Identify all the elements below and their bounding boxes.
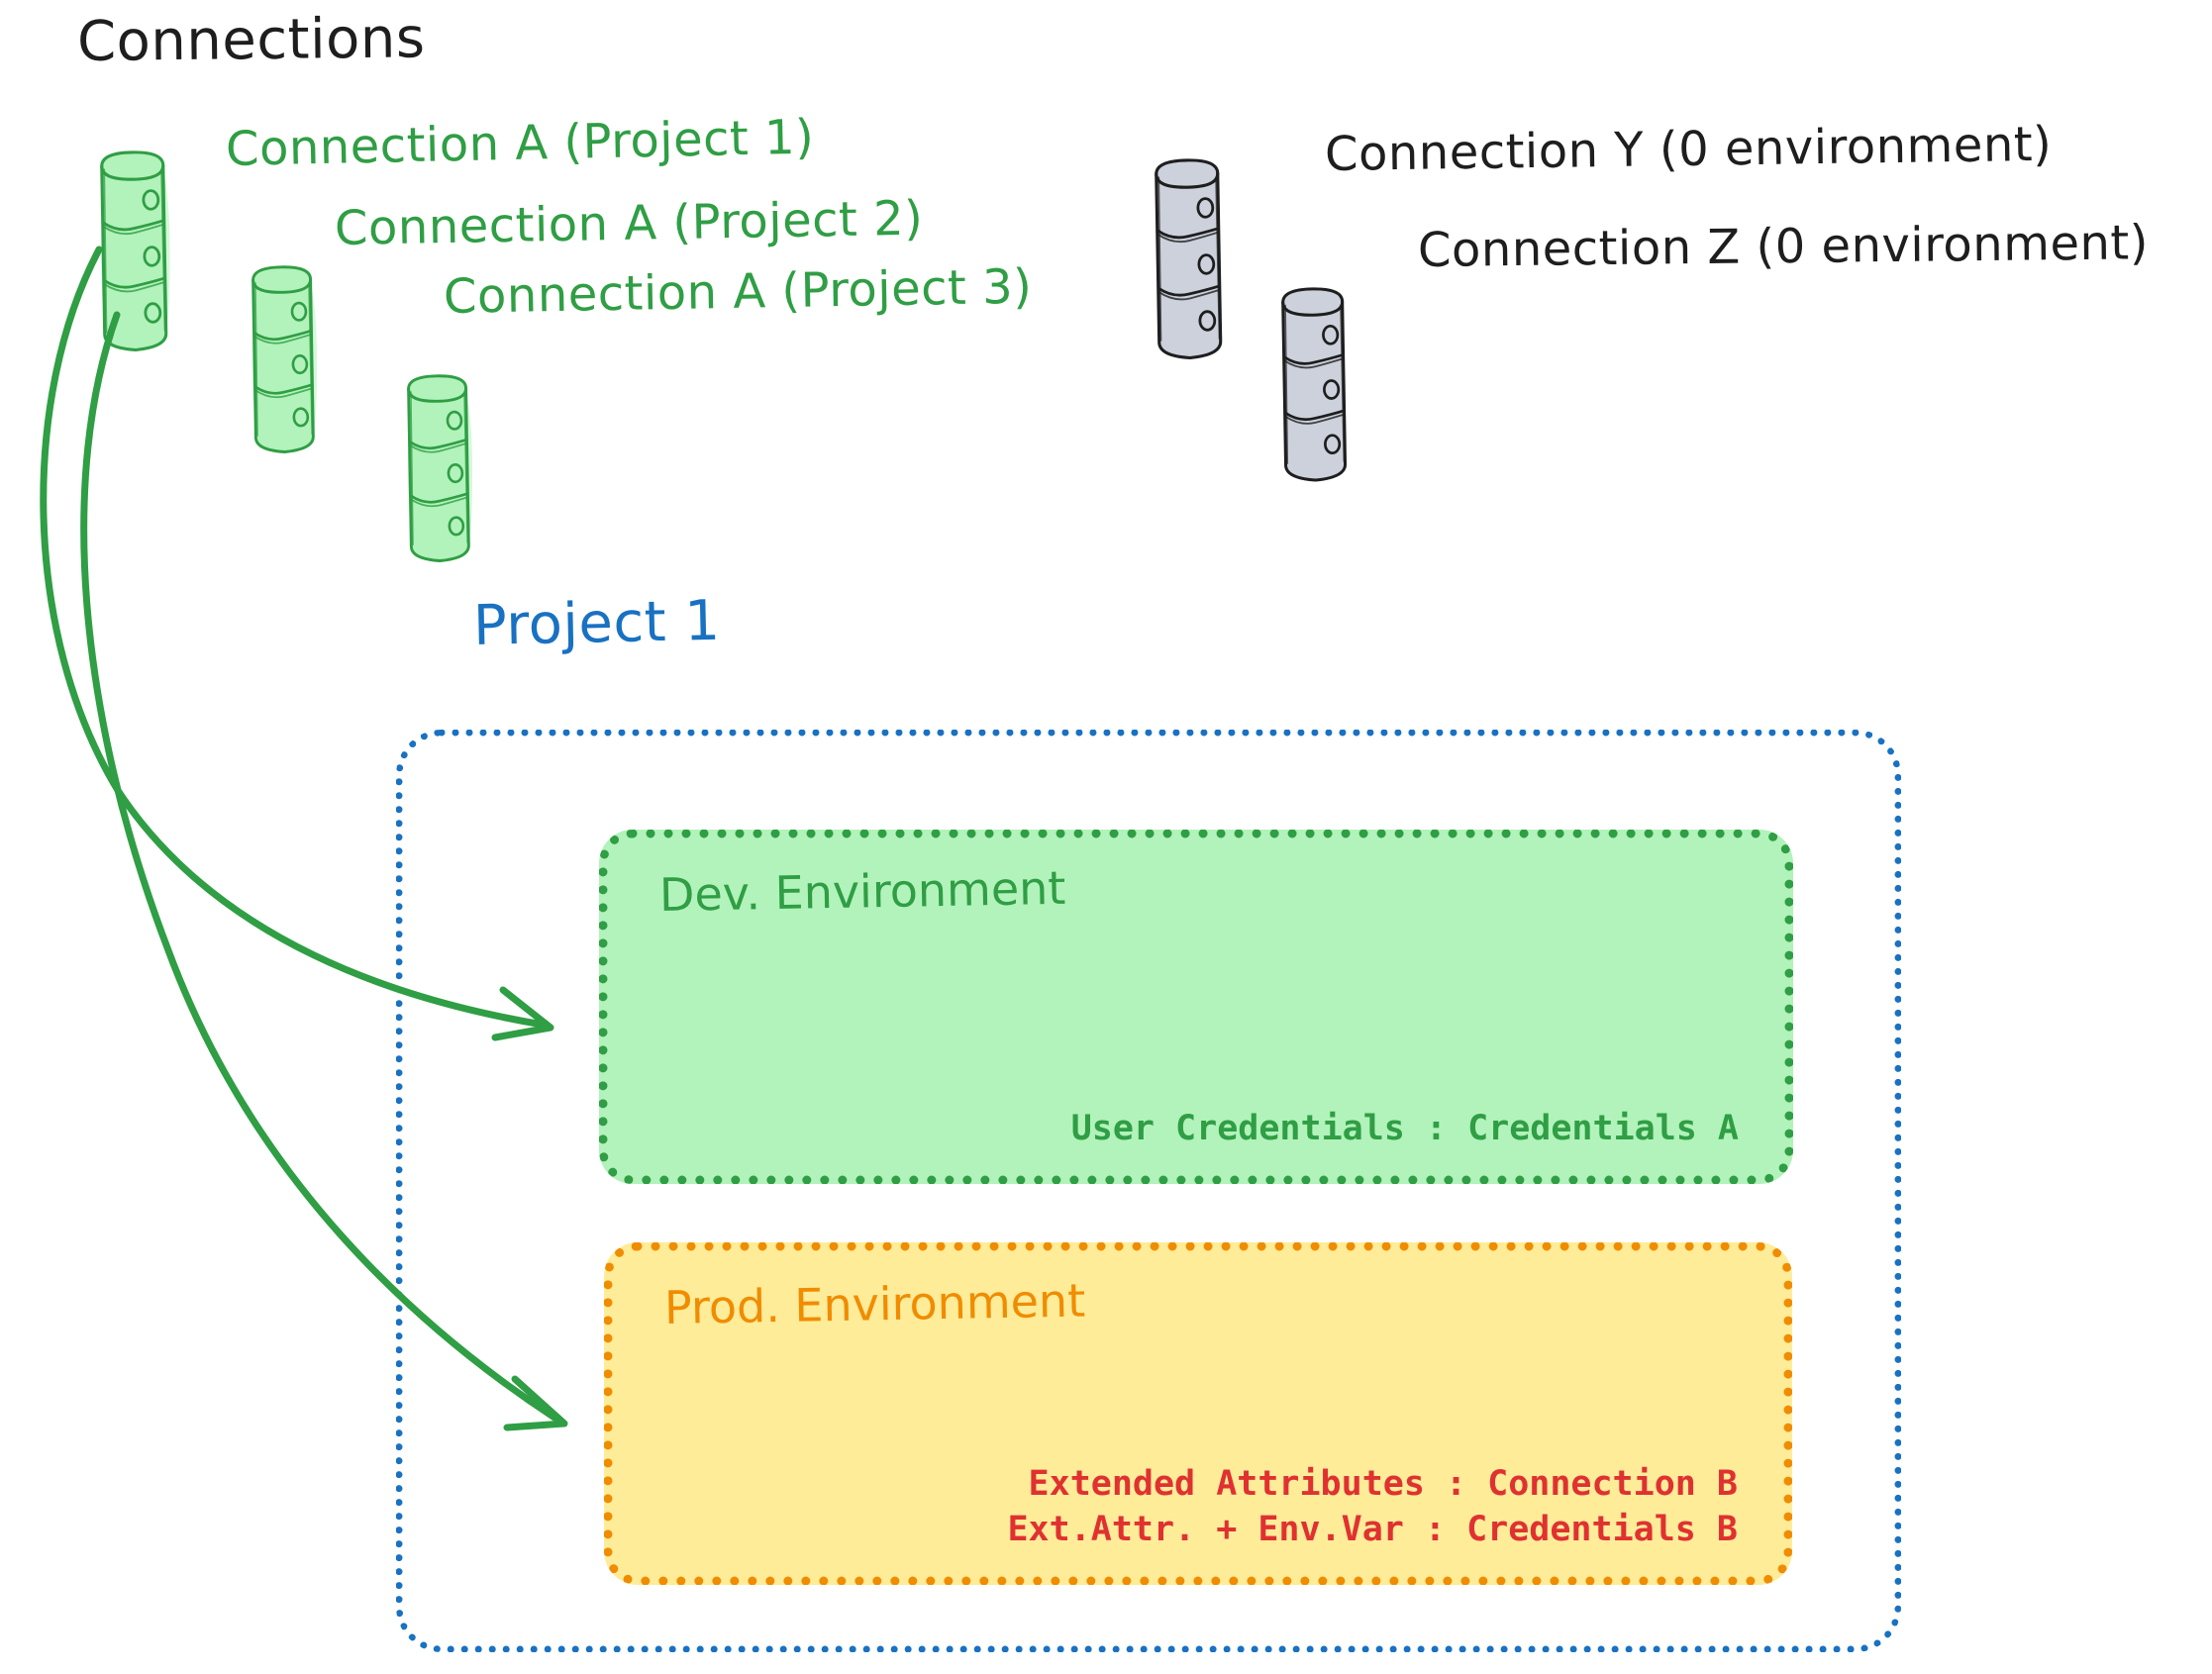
database-icon-conn-a-project-1[interactable] (97, 149, 173, 353)
database-icon-conn-a-project-2[interactable] (249, 264, 321, 455)
connection-label-conn-z: Connection Z (0 environment) (1417, 215, 2150, 278)
prod-environment-title: Prod. Environment (663, 1273, 1086, 1334)
connection-label-conn-a-project-1: Connection A (Project 1) (225, 109, 815, 177)
project-title: Project 1 (472, 588, 722, 658)
connection-label-conn-y: Connection Y (0 environment) (1324, 116, 2053, 182)
connection-label-conn-a-project-3: Connection A (Project 3) (443, 258, 1033, 325)
dev-environment-box: Dev. Environment User Credentials : Cred… (599, 830, 1793, 1184)
prod-environment-box: Prod. Environment Extended Attributes : … (604, 1242, 1792, 1585)
prod-extended-attributes-line: Extended Attributes : Connection B (1028, 1464, 1738, 1504)
prod-env-var-line: Ext.Attr. + Env.Var : Credentials B (1007, 1510, 1738, 1549)
prod-environment-details: Extended Attributes : Connection B Ext.A… (1007, 1461, 1738, 1552)
database-icon-conn-z[interactable] (1280, 286, 1348, 483)
page-title: Connections (76, 6, 426, 74)
dev-credentials-line: User Credentials : Credentials A (1070, 1109, 1739, 1148)
dev-environment-title: Dev. Environment (658, 860, 1066, 922)
connection-label-conn-a-project-2: Connection A (Project 2) (334, 190, 924, 256)
database-icon-conn-a-project-3[interactable] (404, 373, 476, 564)
dev-environment-details: User Credentials : Credentials A (1071, 1106, 1739, 1151)
database-icon-conn-y[interactable] (1154, 157, 1223, 360)
